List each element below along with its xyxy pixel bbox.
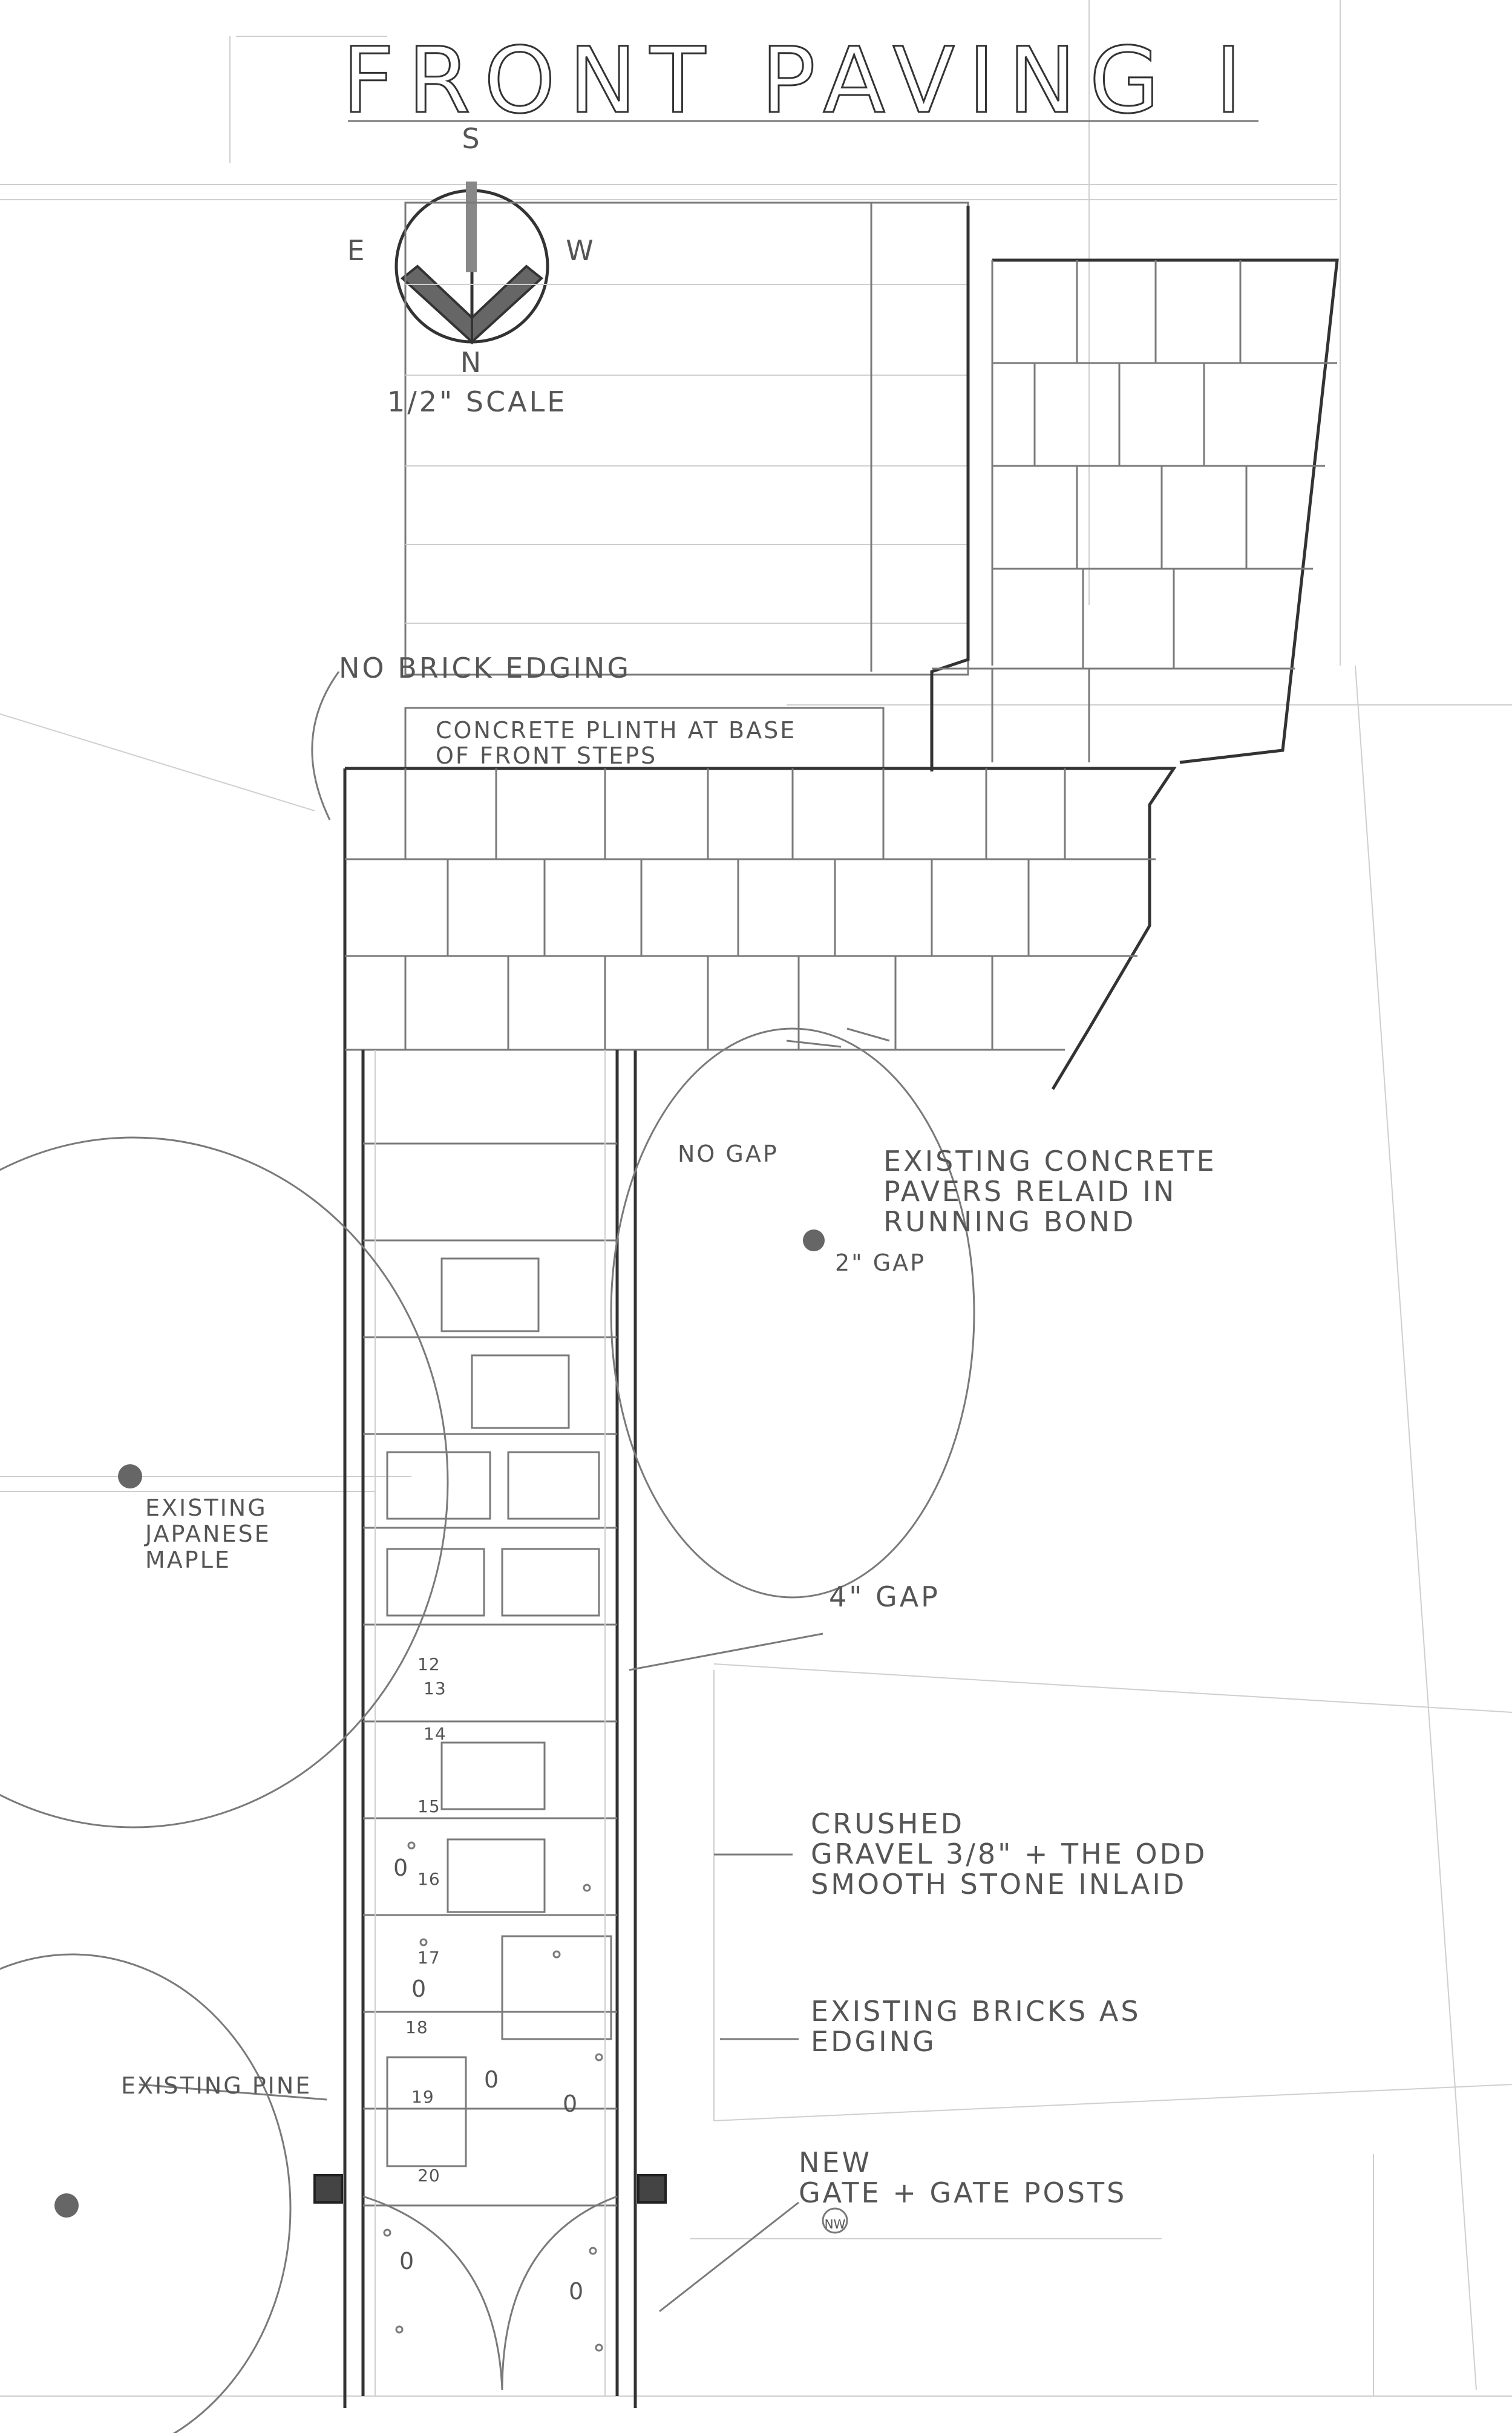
compass-north-label: N [460, 346, 483, 379]
label-pavers-line3: RUNNING BOND [883, 1205, 1136, 1238]
compass-south-label: S [462, 122, 482, 155]
step-number: 18 [405, 2017, 428, 2037]
concrete-plinth: CONCRETE PLINTH AT BASE OF FRONT STEPS [404, 707, 885, 770]
step-number: 20 [417, 2166, 440, 2186]
annotations: NO BRICK EDGING NO GAP EXISTING CONCRETE… [121, 652, 1217, 2234]
compass-rose: S N E W 1/2" SCALE [347, 122, 595, 418]
step-number: 19 [411, 2087, 434, 2107]
canopy-circle-east [610, 1027, 975, 1599]
stone-mark: 0 [484, 2066, 500, 2093]
step-number: 12 [417, 1654, 440, 1674]
step-number: 17 [417, 1948, 440, 1968]
label-gravel-line1: CRUSHED [811, 1807, 964, 1840]
stone-mark: 0 [563, 2091, 579, 2117]
compass-east-label: E [347, 234, 367, 267]
walkway-strip [361, 1050, 619, 2396]
paver-field-running-bond [343, 767, 1177, 2408]
label-maple-line1: EXISTING [145, 1495, 267, 1521]
trees [0, 1027, 975, 2436]
plinth-label-line1: CONCRETE PLINTH AT BASE [436, 717, 796, 744]
label-no-gap: NO GAP [678, 1141, 779, 1167]
step-numbers: 12 13 14 15 16 17 18 19 20 [405, 1654, 447, 2186]
pine-canopy [0, 1953, 292, 2436]
step-number: 15 [417, 1796, 440, 1816]
stone-mark: 0 [393, 1855, 410, 1881]
japanese-maple-canopy [0, 1136, 449, 1829]
step-number: 13 [424, 1678, 447, 1698]
label-existing-pine: EXISTING PINE [121, 2072, 312, 2099]
label-pavers-line2: PAVERS RELAID IN [883, 1175, 1176, 1208]
step-number: 14 [424, 1724, 447, 1744]
label-pavers-line1: EXISTING CONCRETE [883, 1145, 1217, 1177]
front-steps [404, 201, 969, 676]
leader-lines [139, 671, 890, 2313]
label-gate-line2: GATE + GATE POSTS [799, 2176, 1127, 2209]
label-two-inch-gap: 2" GAP [835, 1249, 926, 1276]
label-bricks-line1: EXISTING BRICKS AS [811, 1995, 1141, 2028]
label-maple-line2: JAPANESE [144, 1521, 271, 1547]
gate-marker: NW [825, 2217, 846, 2231]
label-four-inch-gap: 4" GAP [829, 1580, 940, 1613]
drawing-title: FRONT PAVING I [342, 28, 1255, 134]
plinth-label-line2: OF FRONT STEPS [436, 742, 657, 769]
label-gate-line1: NEW [799, 2146, 872, 2179]
scale-label: 1/2" SCALE [387, 385, 567, 418]
label-maple-line3: MAPLE [145, 1547, 231, 1573]
stone-mark: 0 [399, 2248, 416, 2274]
label-bricks-line2: EDGING [811, 2025, 937, 2058]
label-no-brick-edging: NO BRICK EDGING [339, 652, 631, 684]
label-gravel-line2: GRAVEL 3/8" + THE ODD [811, 1838, 1207, 1870]
stone-mark: 0 [569, 2278, 585, 2305]
label-gravel-line3: SMOOTH STONE INLAID [811, 1868, 1186, 1901]
stone-marks: 0 0 0 0 0 0 [383, 1841, 603, 2352]
stone-mark: 0 [411, 1976, 428, 2002]
title-block: FRONT PAVING I [341, 28, 1258, 135]
compass-west-label: W [566, 234, 595, 267]
side-pavers [930, 206, 1339, 771]
step-number: 16 [417, 1869, 440, 1889]
gate [313, 2174, 667, 2391]
